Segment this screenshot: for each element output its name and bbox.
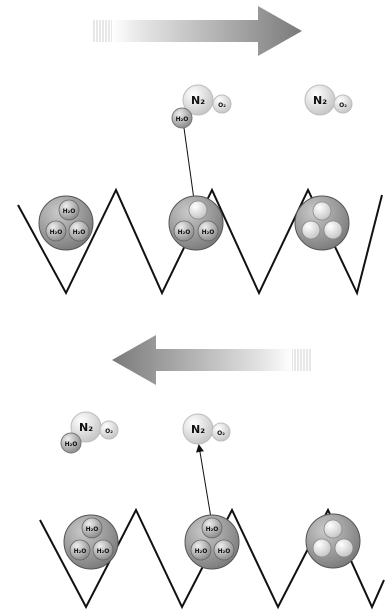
water-label: H₂O (86, 526, 99, 533)
adsorbent-bead (294, 195, 350, 251)
gas-small-label: O₂ (217, 430, 225, 437)
desorption-arrow (196, 444, 212, 519)
gas-molecule: N₂ O₂ H₂O (60, 411, 119, 454)
gas-molecule: N₂ O₂ (304, 84, 353, 116)
flow-arrow-left (112, 335, 311, 385)
water-label: H₂O (176, 116, 189, 123)
water-label: H₂O (206, 526, 219, 533)
arrow-hatch (291, 349, 311, 371)
gas-small-label: O₂ (105, 428, 113, 435)
water-label: H₂O (65, 441, 78, 448)
adsorbent-bead (305, 513, 361, 569)
water-label: H₂O (178, 229, 191, 236)
panel-bottom: N₂ O₂ H₂O N₂ O₂ H₂O H₂O H₂O (39, 335, 385, 610)
adsorbent-bead: H₂O H₂O H₂O (63, 514, 119, 570)
water-label: H₂O (74, 548, 87, 555)
gas-big-label: N₂ (79, 421, 93, 434)
arrow-body (112, 6, 302, 56)
arrow-body (112, 335, 292, 385)
arrow-hatch (93, 20, 113, 42)
water-label: H₂O (63, 208, 76, 215)
water-label: H₂O (50, 229, 63, 236)
panel-top: N₂ O₂ H₂O N₂ O₂ H₂O H₂O H₂O (17, 6, 383, 296)
gas-molecule: N₂ O₂ (182, 413, 231, 445)
gas-big-label: N₂ (313, 94, 327, 107)
adsorbent-bead: H₂O H₂O H₂O (184, 514, 240, 570)
water-label: H₂O (195, 548, 208, 555)
gas-small-label: O₂ (218, 102, 226, 109)
adsorbent-surface (17, 187, 383, 296)
gas-big-label: N₂ (191, 423, 205, 436)
flow-arrow-right (93, 6, 302, 56)
water-label: H₂O (218, 548, 231, 555)
adsorbent-surface (39, 507, 385, 610)
water-label: H₂O (73, 229, 86, 236)
gas-big-label: N₂ (191, 94, 205, 107)
adsorbent-bead: H₂O H₂O (168, 195, 224, 251)
water-label: H₂O (97, 548, 110, 555)
water-label: H₂O (202, 229, 215, 236)
gas-small-label: O₂ (339, 102, 347, 109)
gas-molecule: N₂ O₂ H₂O (171, 84, 232, 129)
adsorbent-bead: H₂O H₂O H₂O (38, 195, 94, 251)
